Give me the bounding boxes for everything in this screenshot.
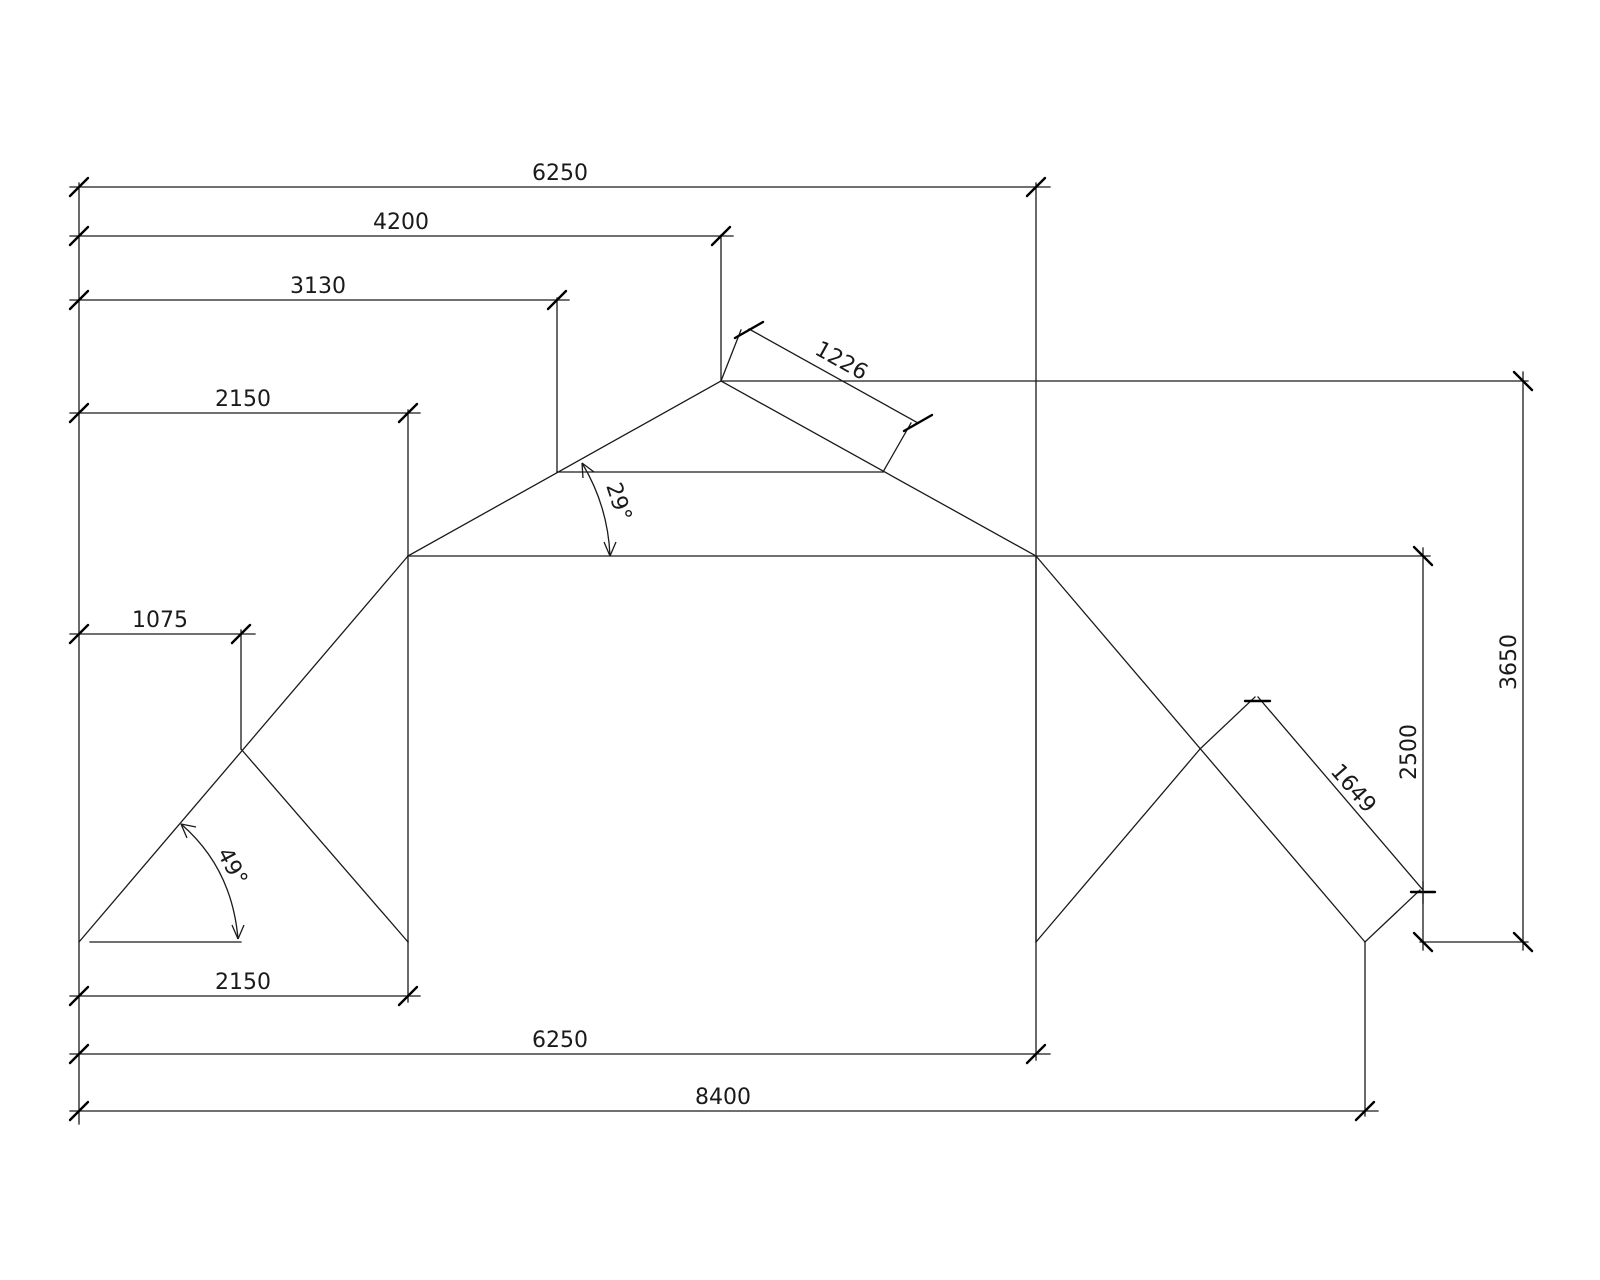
angle-49-label: 49° xyxy=(212,844,252,890)
arrow-29-top xyxy=(581,462,595,479)
right-upper-rafter xyxy=(720,380,1037,557)
tick-6250-bottom-left xyxy=(68,1043,90,1065)
tick-4200-left xyxy=(68,225,90,247)
tick-1075-right xyxy=(230,623,252,645)
arrow-49-bottom xyxy=(231,924,245,940)
dim-4200-label: 4200 xyxy=(373,210,429,235)
dim-2150-bottom-label: 2150 xyxy=(215,970,271,995)
dim-6250-bottom-label: 6250 xyxy=(532,1028,588,1053)
tick-2150-bottom-left xyxy=(68,985,90,1007)
tick-3650-top xyxy=(1512,370,1534,392)
tick-2150-top-left xyxy=(68,402,90,424)
dim-1226-label: 1226 xyxy=(811,337,872,386)
left-lower-rafter xyxy=(78,555,409,943)
tick-2150-top-right xyxy=(397,402,419,424)
tick-3130-left xyxy=(68,289,90,311)
tick-6250-top-right xyxy=(1025,176,1047,198)
tick-3130-right xyxy=(546,289,568,311)
dim-2500-label: 2500 xyxy=(1397,724,1422,780)
dim-3650-label: 3650 xyxy=(1497,634,1522,690)
ext-1226-b xyxy=(882,422,912,473)
truss-members xyxy=(78,380,1366,943)
ext-1226-a xyxy=(720,329,742,382)
tick-4200-right xyxy=(710,225,732,247)
arrow-49-top xyxy=(180,823,197,839)
arc-49-degrees xyxy=(180,823,239,940)
tick-1226-b xyxy=(902,413,934,433)
tick-2500-top xyxy=(1412,545,1434,567)
dim-3130-label: 3130 xyxy=(290,274,346,299)
tick-8400-left xyxy=(68,1100,90,1122)
tick-marks xyxy=(68,176,1534,1122)
tick-2500-bottom xyxy=(1412,931,1434,953)
dim-2150-top-label: 2150 xyxy=(215,387,271,412)
tick-2150-bottom-right xyxy=(397,985,419,1007)
dimline-1649 xyxy=(1257,696,1424,891)
dim-1075-label: 1075 xyxy=(132,608,188,633)
tick-1226-a xyxy=(733,320,765,340)
angle-arcs xyxy=(180,462,617,940)
tick-1075-left xyxy=(68,623,90,645)
ext-1649-b xyxy=(1364,889,1421,943)
left-upper-rafter xyxy=(407,380,722,557)
dimension-lines xyxy=(69,186,1524,1112)
dim-8400-label: 8400 xyxy=(695,1085,751,1110)
arc-29-degrees xyxy=(581,462,611,557)
tick-3650-bottom xyxy=(1512,931,1534,953)
angle-29-label: 29° xyxy=(600,480,636,525)
tick-8400-right xyxy=(1354,1100,1376,1122)
arrow-29-bottom xyxy=(603,541,617,557)
ext-1649-a xyxy=(1199,696,1256,750)
tick-6250-top-left xyxy=(68,176,90,198)
tick-6250-bottom-right xyxy=(1025,1043,1047,1065)
left-strut xyxy=(240,748,409,943)
dimline-1226 xyxy=(748,328,919,424)
dim-1649-label: 1649 xyxy=(1325,759,1381,818)
extension-lines xyxy=(78,182,1529,1125)
dim-6250-top-label: 6250 xyxy=(532,161,588,186)
right-strut xyxy=(1035,748,1201,943)
